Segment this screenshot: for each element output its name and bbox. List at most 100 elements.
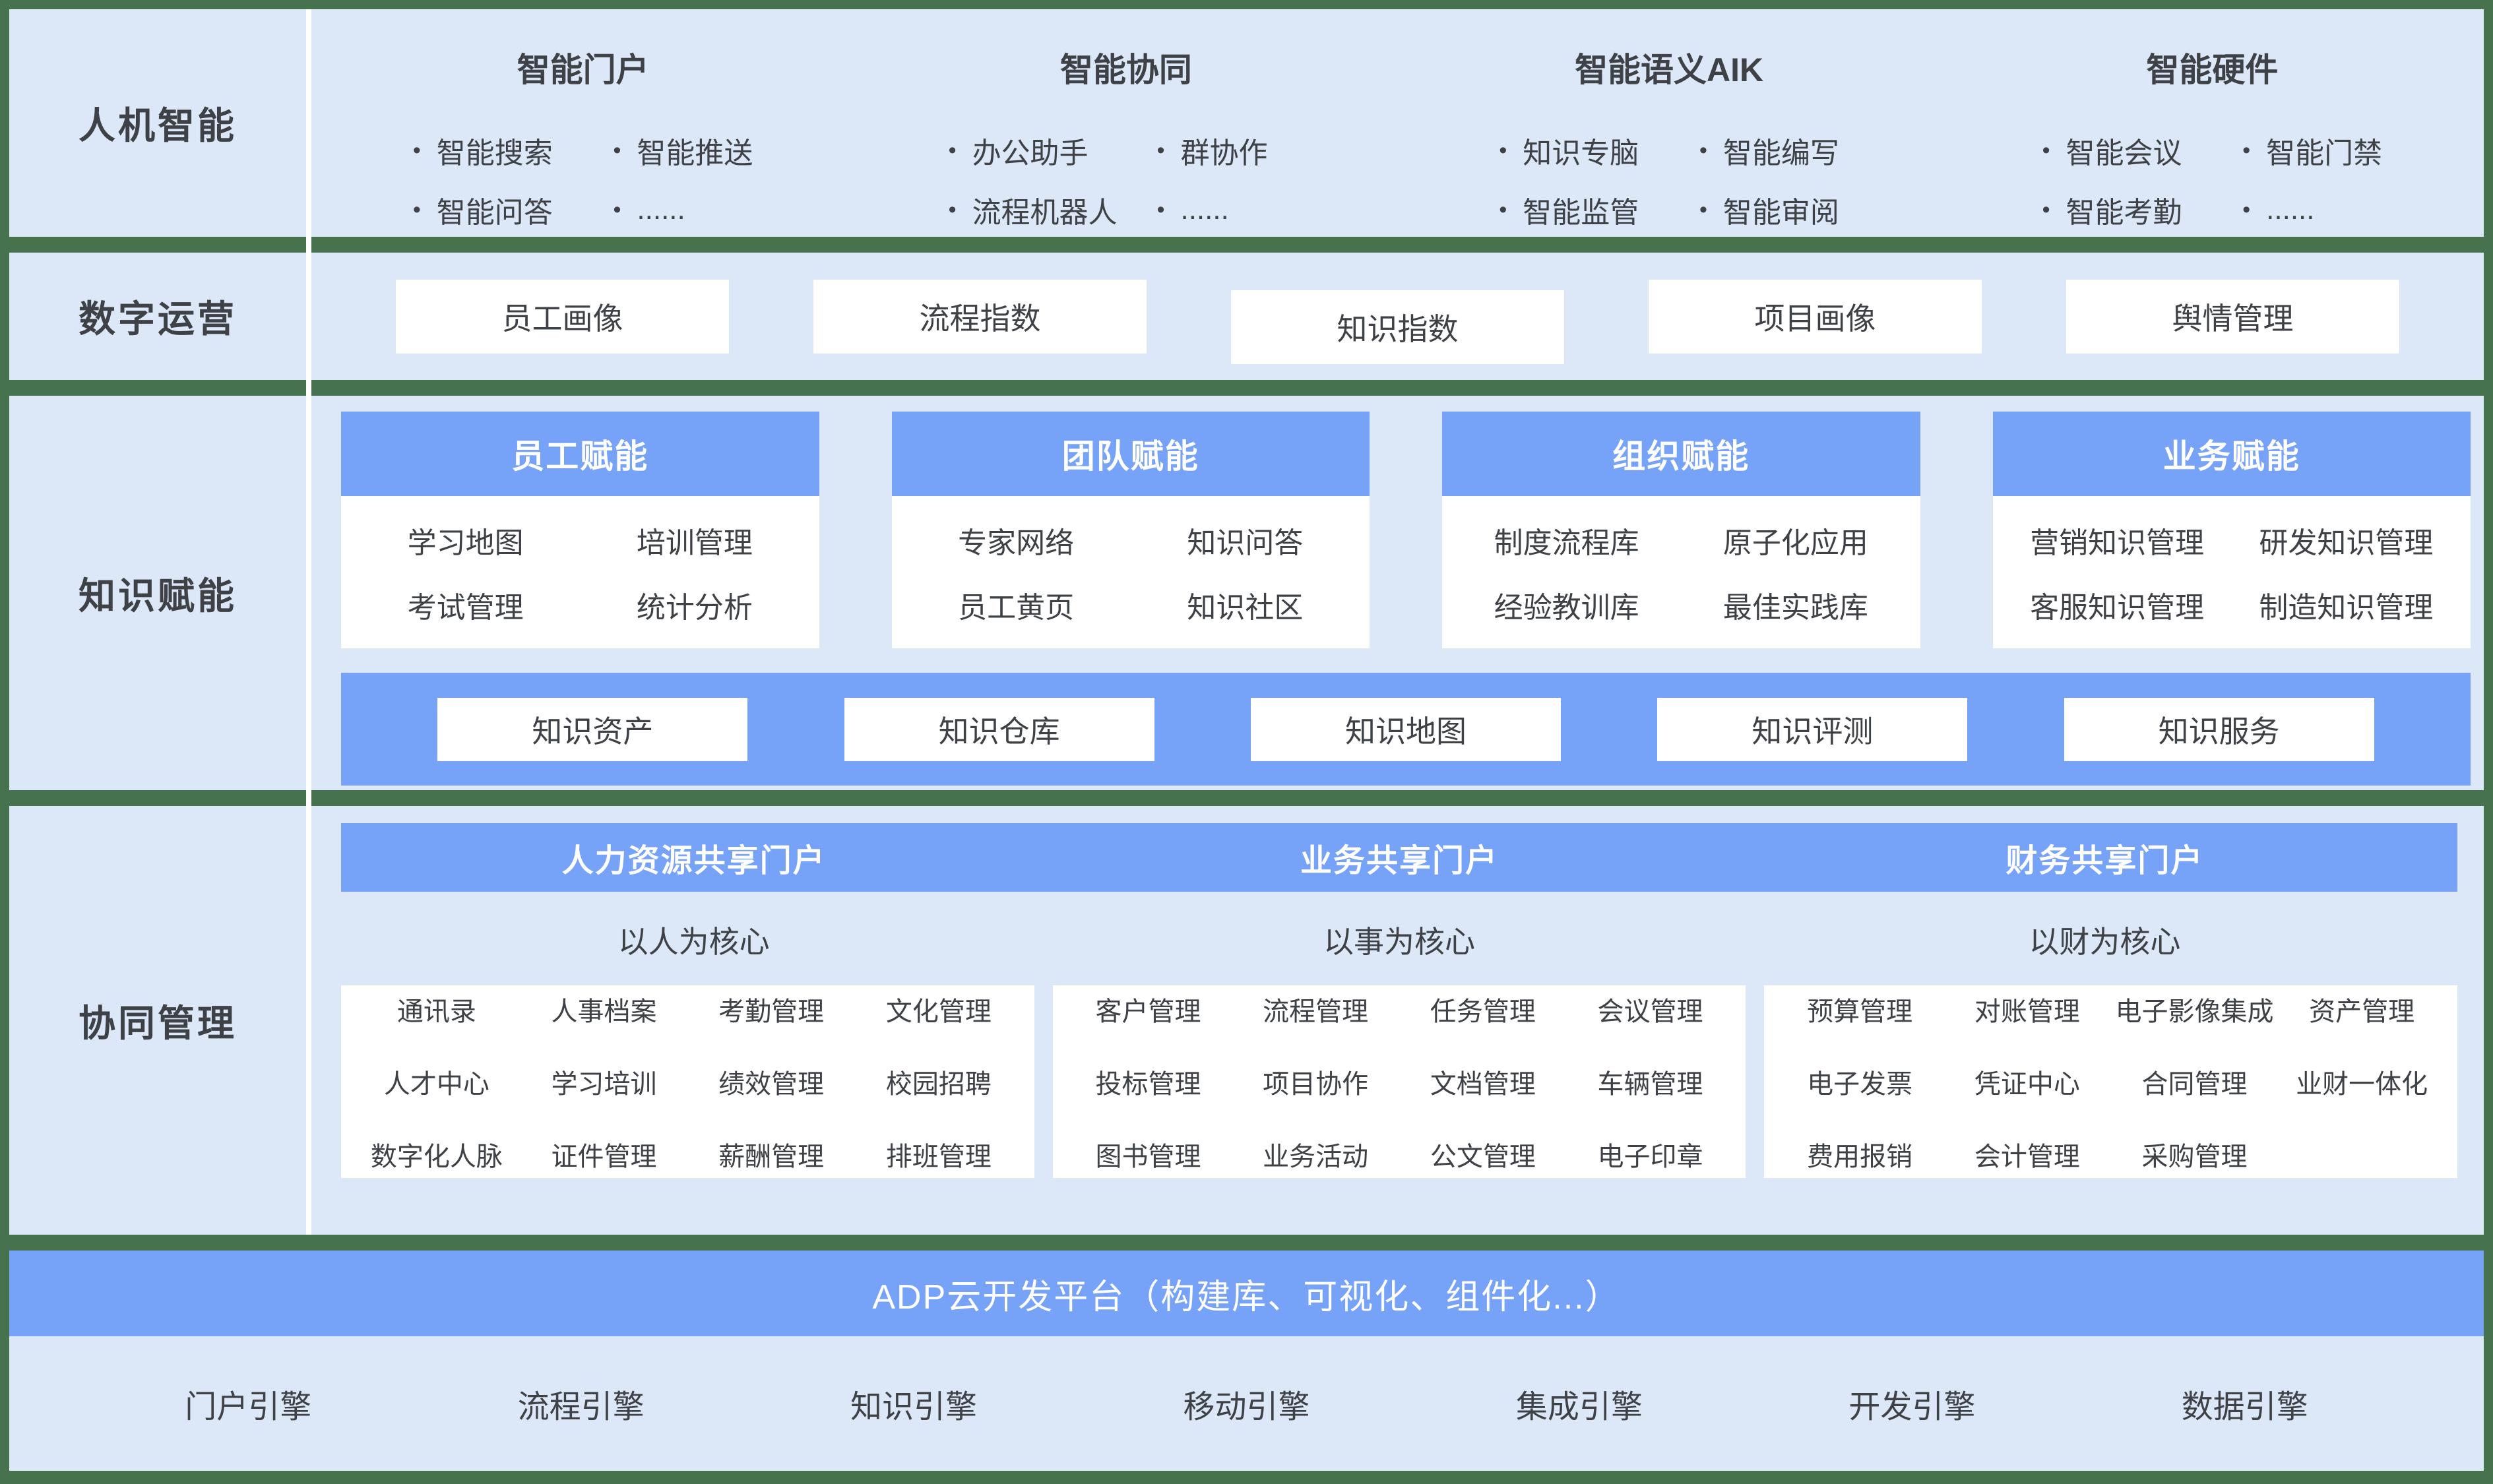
portal-item: 绩效管理 (718, 1070, 825, 1099)
panel-item: 经验教训库 (1494, 591, 1639, 624)
bullet-list: 智能会议 智能门禁 智能考勤 ...... (2042, 129, 2383, 231)
ops-boxes: 员工画像 流程指数 知识指数 项目画像 舆情管理 (311, 253, 2484, 380)
portal-item: 业财一体化 (2296, 1070, 2428, 1099)
bullet-text: 办公助手 (972, 137, 1089, 170)
bullet-text: 智能推送 (637, 137, 753, 170)
portal-box-hr: 通讯录 人事档案 考勤管理 文化管理 人才中心 学习培训 绩效管理 校园招聘 数… (341, 985, 1034, 1178)
panel-item: 培训管理 (636, 526, 753, 559)
bullet-text: 知识专脑 (1523, 137, 1639, 170)
ops-box-public-opinion: 舆情管理 (2066, 279, 2399, 354)
portal-subtitle-finance: 以财为核心 (2029, 925, 2181, 959)
portal-item: 合同管理 (2141, 1070, 2248, 1099)
bullet-text: 智能编写 (1722, 137, 1839, 170)
panel-item: 营销知识管理 (2030, 526, 2205, 559)
group-smart-hardware: 智能硬件 智能会议 智能门禁 智能考勤 ...... (1941, 9, 2484, 237)
bar-box-knowledge-service: 知识服务 (2064, 697, 2374, 761)
panel-item: 制度流程库 (1494, 526, 1639, 559)
portal-item: 会议管理 (1597, 997, 1703, 1026)
panel-item: 制造知识管理 (2259, 591, 2434, 624)
ops-box-knowledge-index: 知识指数 (1231, 290, 1564, 364)
portal-title-hr: 人力资源共享门户 (561, 844, 826, 879)
portal-item: 考勤管理 (718, 997, 825, 1026)
bullet-item: ...... (1157, 189, 1304, 231)
portal-item: 电子影像集成 (2115, 997, 2274, 1026)
bullet-text: 智能监管 (1523, 197, 1639, 229)
bar-box-knowledge-evaluation: 知识评测 (1657, 697, 1968, 761)
portal-item: 投标管理 (1095, 1070, 1201, 1099)
ops-box-employee-profile: 员工画像 (396, 279, 729, 354)
section-human-machine-intelligence: 人机智能 智能门户 智能搜索 智能推送 智能问答 ...... 智能协同 办公助… (9, 9, 2484, 237)
group-title: 智能门户 (517, 51, 649, 88)
engine-integration: 集成引擎 (1515, 1390, 1643, 1425)
portal-box-finance: 预算管理 对账管理 电子影像集成 资产管理 电子发票 凭证中心 合同管理 业财一… (1764, 985, 2458, 1178)
knowledge-services-bar: 知识资产 知识仓库 知识地图 知识评测 知识服务 (341, 673, 2471, 786)
portal-item: 车辆管理 (1597, 1070, 1703, 1099)
row-label-digital-operations: 数字运营 (79, 298, 237, 340)
portal-item: 文档管理 (1430, 1070, 1536, 1099)
panel-item: 客服知识管理 (2030, 591, 2205, 624)
knowledge-content: 员工赋能 学习地图 培训管理 考试管理 统计分析 团队赋能 专家网络 知识问答 … (311, 396, 2484, 790)
portal-boxes: 通讯录 人事档案 考勤管理 文化管理 人才中心 学习培训 绩效管理 校园招聘 数… (341, 985, 2458, 1178)
bullet-item: 智能推送 (614, 129, 753, 171)
bullet-list: 办公助手 群协作 流程机器人 ...... (949, 129, 1304, 231)
engine-process: 流程引擎 (517, 1390, 645, 1425)
bullet-item: 知识专脑 (1499, 129, 1660, 171)
portal-item: 校园招聘 (885, 1070, 992, 1099)
panel-item: 知识问答 (1187, 526, 1304, 559)
group-title: 智能硬件 (2146, 51, 2279, 88)
portal-item: 人事档案 (551, 997, 657, 1026)
bullet-item: 智能问答 (413, 189, 574, 231)
group-smart-collaboration: 智能协同 办公助手 群协作 流程机器人 ...... (854, 9, 1397, 237)
engine-data: 数据引擎 (2181, 1390, 2308, 1425)
bullet-item: 办公助手 (949, 129, 1118, 171)
engine-development: 开发引擎 (1848, 1390, 1976, 1425)
portal-item: 凭证中心 (1974, 1070, 2080, 1099)
portal-subtitle-matters: 以事为核心 (1323, 925, 1475, 959)
adp-platform-bar: ADP云开发平台（构建库、可视化、组件化...） (9, 1251, 2484, 1336)
bullet-text: ...... (1180, 193, 1229, 226)
section-adp-platform: ADP云开发平台（构建库、可视化、组件化...） 门户引擎 流程引擎 知识引擎 … (9, 1251, 2484, 1471)
bullet-text: 智能审阅 (1722, 197, 1839, 229)
panel-organization-empowerment: 组织赋能 制度流程库 原子化应用 经验教训库 最佳实践库 (1442, 412, 1920, 648)
panel-item: 学习地图 (407, 526, 524, 559)
group-smart-portal: 智能门户 智能搜索 智能推送 智能问答 ...... (311, 9, 854, 237)
bullet-text: 智能会议 (2066, 137, 2182, 170)
ai-groups: 智能门户 智能搜索 智能推送 智能问答 ...... 智能协同 办公助手 群协作… (311, 9, 2484, 237)
label-divider-line (306, 9, 311, 1235)
bullet-item: 流程机器人 (949, 189, 1118, 231)
portal-item: 电子印章 (1597, 1142, 1703, 1171)
bar-box-knowledge-warehouse: 知识仓库 (844, 697, 1154, 761)
bullet-text: 群协作 (1180, 137, 1268, 170)
panel-title: 业务赋能 (1992, 412, 2471, 496)
portal-title-business: 业务共享门户 (1300, 844, 1498, 879)
row-label-human-machine-intelligence: 人机智能 (79, 105, 237, 146)
bullet-item: 智能审阅 (1699, 189, 1839, 231)
bullet-item: 智能监管 (1499, 189, 1660, 231)
bullet-text: ...... (637, 193, 685, 226)
portal-subtitle-people: 以人为核心 (617, 925, 770, 959)
panel-item: 原子化应用 (1722, 526, 1868, 559)
bullet-item: 智能搜索 (413, 129, 574, 171)
portal-item: 会计管理 (1974, 1142, 2080, 1171)
panel-item: 研发知识管理 (2259, 526, 2434, 559)
bullet-text: 流程机器人 (972, 197, 1118, 229)
engines-row: 门户引擎 流程引擎 知识引擎 移动引擎 集成引擎 开发引擎 数据引擎 (9, 1336, 2484, 1471)
panel-items: 学习地图 培训管理 考试管理 统计分析 (341, 496, 819, 648)
portal-item: 证件管理 (551, 1142, 657, 1171)
bullet-list: 知识专脑 智能编写 智能监管 智能审阅 (1499, 129, 1839, 231)
portal-item: 业务活动 (1263, 1142, 1369, 1171)
portal-title-finance: 财务共享门户 (2005, 844, 2204, 879)
portal-header-bar: 人力资源共享门户 业务共享门户 财务共享门户 (341, 823, 2457, 892)
panel-employee-empowerment: 员工赋能 学习地图 培训管理 考试管理 统计分析 (341, 412, 819, 648)
portal-box-business: 客户管理 流程管理 任务管理 会议管理 投标管理 项目协作 文档管理 车辆管理 … (1052, 985, 1746, 1178)
bullet-item: ...... (2242, 189, 2382, 231)
panel-item: 最佳实践库 (1722, 591, 1868, 624)
portal-item: 费用报销 (1807, 1142, 1913, 1171)
portal-item: 图书管理 (1095, 1142, 1201, 1171)
panel-title: 员工赋能 (341, 412, 819, 496)
portal-item: 客户管理 (1095, 997, 1201, 1026)
row-label-collaborative-management: 协同管理 (79, 1002, 237, 1044)
section-digital-operations: 数字运营 员工画像 流程指数 知识指数 项目画像 舆情管理 (9, 253, 2484, 380)
architecture-diagram: 人机智能 智能门户 智能搜索 智能推送 智能问答 ...... 智能协同 办公助… (9, 9, 2484, 1471)
bullet-text: 智能问答 (436, 197, 553, 229)
